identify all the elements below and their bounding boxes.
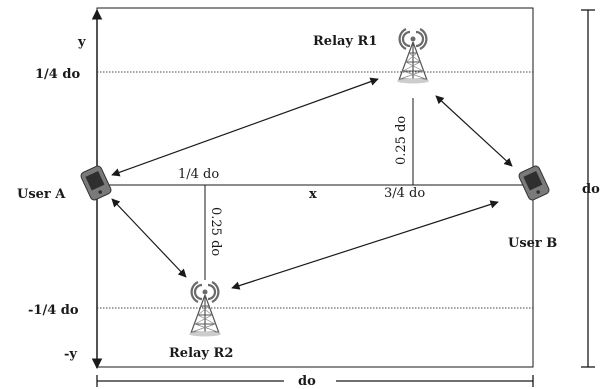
three-quarter-label: 3/4 do xyxy=(384,186,425,201)
left-quarter-label: 1/4 do xyxy=(178,167,219,182)
height-label: do xyxy=(582,182,600,197)
x-label: x xyxy=(309,187,317,202)
y-neg-quarter-label: -1/4 do xyxy=(28,303,79,318)
arrow-r1-b xyxy=(435,95,513,167)
y-quarter-label: 1/4 do xyxy=(35,67,80,82)
handheld-device-icon xyxy=(79,164,113,202)
user-b-label: User B xyxy=(508,236,557,251)
relay-r2-label: Relay R2 xyxy=(169,346,233,361)
r1-offset-label: 0.25 do xyxy=(394,116,409,165)
antenna-tower-icon xyxy=(187,280,223,338)
width-label: do xyxy=(298,374,316,389)
y-axis-top-label: y xyxy=(77,35,86,50)
relay-r1-label: Relay R1 xyxy=(313,34,377,49)
antenna-tower-icon xyxy=(395,27,431,85)
r2-offset-label: 0.25 do xyxy=(208,207,223,256)
y-axis-bottom-label: -y xyxy=(64,347,77,362)
handheld-device-icon xyxy=(517,164,551,202)
arrow-r2-b xyxy=(231,200,499,290)
arrow-a-r1 xyxy=(111,77,379,177)
arrow-a-r2 xyxy=(111,198,187,278)
user-a-label: User A xyxy=(17,187,66,202)
